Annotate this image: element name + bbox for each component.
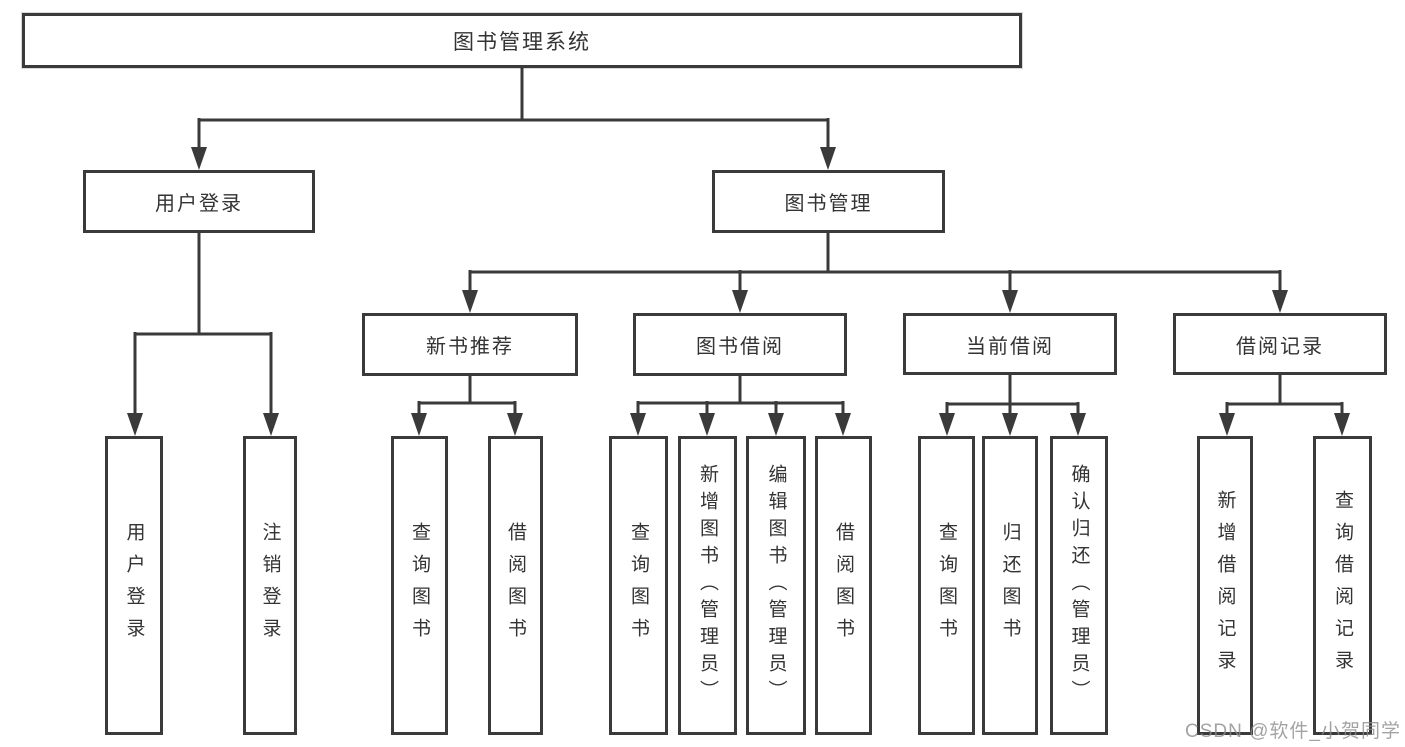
node-label: 查询图书 bbox=[628, 521, 649, 650]
node-label: 借阅记录 bbox=[1236, 335, 1324, 358]
node-label: 用户登录 bbox=[155, 193, 243, 215]
node-label: 借阅图书 bbox=[833, 521, 854, 650]
node-label: 编辑图书（管理员） bbox=[765, 464, 787, 707]
node-user-login: 用户登录 bbox=[83, 170, 315, 233]
node-label: 用户登录 bbox=[123, 521, 145, 650]
node-label: 新增图书（管理员） bbox=[697, 464, 718, 707]
node-current-borrowing: 当前借阅 bbox=[903, 313, 1117, 375]
node-book-management: 图书管理 bbox=[712, 170, 945, 233]
node-label: 确认归还（管理员） bbox=[1068, 464, 1090, 707]
leaf-logout: 注销登录 bbox=[243, 436, 297, 735]
leaf-borrow-books-recommend: 借阅图书 bbox=[488, 436, 543, 735]
node-borrowing-records: 借阅记录 bbox=[1173, 313, 1387, 375]
node-book-borrowing: 图书借阅 bbox=[633, 313, 847, 376]
arrowheads bbox=[127, 147, 1350, 436]
leaf-query-books-borrowing: 查询图书 bbox=[609, 436, 668, 735]
node-label: 查询借阅记录 bbox=[1332, 489, 1353, 682]
node-label: 新书推荐 bbox=[426, 336, 514, 358]
leaf-user-login: 用户登录 bbox=[105, 436, 163, 735]
node-label: 图书管理系统 bbox=[453, 30, 591, 54]
node-label: 查询图书 bbox=[409, 521, 430, 650]
node-label: 当前借阅 bbox=[966, 335, 1054, 358]
leaf-add-books-admin: 新增图书（管理员） bbox=[678, 436, 737, 735]
node-label: 归还图书 bbox=[999, 521, 1021, 650]
node-label: 借阅图书 bbox=[505, 521, 526, 650]
leaf-query-borrow-record: 查询借阅记录 bbox=[1313, 436, 1372, 735]
node-label: 图书管理 bbox=[784, 193, 873, 215]
node-root-library-management-system: 图书管理系统 bbox=[22, 13, 1022, 68]
leaf-return-books: 归还图书 bbox=[982, 436, 1038, 735]
node-label: 新增借阅记录 bbox=[1214, 489, 1236, 682]
node-new-book-recommendation: 新书推荐 bbox=[362, 313, 578, 376]
leaf-borrow-books: 借阅图书 bbox=[815, 436, 872, 735]
leaf-query-books-recommend: 查询图书 bbox=[391, 436, 448, 735]
node-label: 查询图书 bbox=[936, 521, 957, 650]
leaf-add-borrow-record: 新增借阅记录 bbox=[1197, 436, 1253, 735]
node-label: 注销登录 bbox=[259, 521, 281, 650]
leaf-query-books-current: 查询图书 bbox=[918, 436, 975, 735]
leaf-confirm-return-admin: 确认归还（管理员） bbox=[1050, 436, 1108, 735]
node-label: 图书借阅 bbox=[696, 336, 784, 358]
leaf-edit-books-admin: 编辑图书（管理员） bbox=[746, 436, 806, 735]
